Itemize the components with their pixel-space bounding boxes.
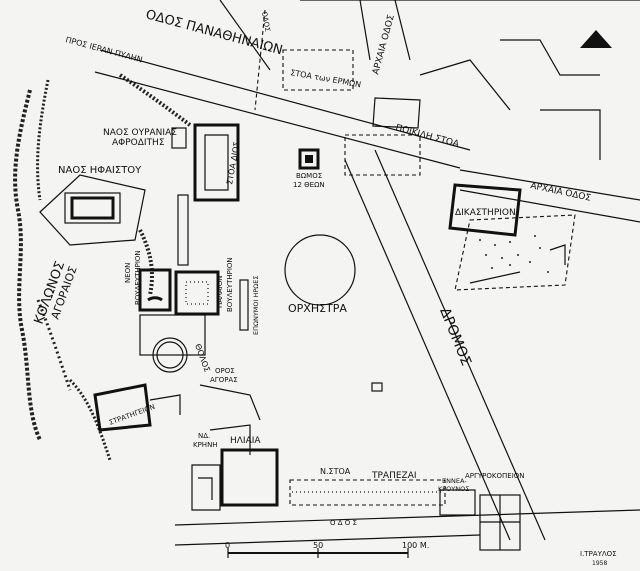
- dikastirion-building: [448, 183, 576, 291]
- label-naos-ouranias-2: ΑΦΡΟΔΙΤΗΣ: [112, 138, 165, 148]
- bouleuterion-complex: [138, 268, 249, 331]
- scale-label-mid: 50: [313, 541, 323, 550]
- label-n-stoa: Ν.ΣΤΟΑ: [320, 467, 351, 476]
- stratigeion-building: [93, 383, 261, 455]
- label-poikili-stoa: ΠΟΙΚΙΛΗ ΣΤΟΑ: [394, 123, 460, 150]
- label-nd-krini-1: ΝΔ.: [198, 432, 210, 440]
- orchistra-circle: [284, 234, 356, 306]
- naos-hfaistou-building: [39, 174, 146, 246]
- label-odos-top: ΟΔΟΣ: [260, 11, 271, 32]
- label-palaion-2: ΒΟΥΛΕΥΤΗΡΙΟΝ: [226, 257, 234, 312]
- label-vomos-2: 12 ΘΕΩΝ: [293, 181, 325, 189]
- north-arrow-icon: [580, 30, 612, 48]
- south-stoa: [174, 479, 640, 546]
- label-naos-ouranias-1: ΝΑΟΣ ΟΥΡΑΝΙΑΣ: [103, 128, 177, 138]
- label-enneakrounos-2: ΚΡΟΥΝΟΣ: [438, 485, 469, 493]
- label-dromos: ΔΡΟΜΟΣ: [436, 306, 474, 369]
- scale-label-end: 100 Μ.: [402, 541, 429, 550]
- credit-author: Ι.ΤΡΑΥΛΟΣ: [580, 550, 617, 558]
- label-pros-ieran-pylin: ΠΡΟΣ ΙΕΡΑΝ ΠΥΛΗΝ: [64, 35, 143, 64]
- argyrokopeion-building: [479, 494, 521, 551]
- label-dikastirion: ΔΙΚΑΣΤΗΡΙΟΝ: [455, 208, 516, 218]
- label-enneakrounos-1: ΕΝΝΕΑ-: [442, 477, 467, 485]
- poikili-stoa-building: [344, 39, 601, 176]
- stoa-ermon-building: [282, 49, 354, 91]
- scale-bar: [227, 548, 409, 558]
- tholos-building: [139, 314, 206, 373]
- label-archaia-odos-right: ΑΡΧΑΙΑ ΟΔΟΣ: [529, 181, 592, 204]
- small-monument: [371, 382, 383, 392]
- label-argyrokopeion: ΑΡΓΥΡΟΚΟΠΕΙΟΝ: [465, 472, 525, 480]
- label-vomos-1: ΒΩΜΟΣ: [296, 172, 322, 180]
- scale-label-zero: 0: [225, 541, 230, 550]
- label-iliaia: ΗΛΙΑΙΑ: [230, 436, 261, 446]
- vomos-12-theon: [298, 148, 320, 170]
- label-odos-bottom: Ο Δ Ο Σ: [330, 519, 357, 527]
- label-orchistra: ΟΡΧΗΣΤΡΑ: [288, 302, 347, 315]
- iliaia-building: [220, 448, 279, 507]
- label-nd-krini-2: ΚΡΗΝΗ: [193, 441, 218, 449]
- label-archaia-odos-top: ΑΡΧΑΙΑ ΟΔΟΣ: [371, 13, 397, 75]
- label-eponymoi: ΕΠΩΝΥΜΟΙ ΗΡΩΕΣ: [252, 276, 260, 336]
- label-trapezai: ΤΡΑΠΕΖΑΙ: [371, 471, 417, 481]
- kolonos-hill-hatching: [13, 73, 192, 461]
- stoa-dios-building: [177, 123, 240, 266]
- label-stoa-ermon: ΣΤΟΑ των ΕΡΜΩΝ: [290, 68, 362, 89]
- enneakrounos-building: [439, 489, 476, 516]
- label-naos-hfaistou: ΝΑΟΣ ΗΦΑΙΣΤΟΥ: [58, 165, 142, 176]
- upper-roads: [94, 0, 640, 223]
- label-neon-2: ΒΟΥΛΕΥΤΗΡΙΟΝ: [134, 250, 142, 305]
- label-neon-1: ΝΕΟΝ: [124, 263, 132, 283]
- dromos-road: [344, 149, 546, 541]
- credit-year: 1958: [592, 560, 607, 567]
- label-oros-2: ΑΓΟΡΑΣ: [210, 376, 238, 384]
- label-tholos: ΘΟΛΟΣ: [193, 343, 212, 374]
- dikastirion-dots: [479, 235, 549, 273]
- label-oros-1: ΟΡΟΣ: [215, 367, 235, 375]
- naos-ouranias-building: [171, 127, 187, 149]
- label-palaion-1: ΠΑΛΑΙΟΝ: [216, 276, 224, 308]
- nd-krini-building: [191, 464, 221, 511]
